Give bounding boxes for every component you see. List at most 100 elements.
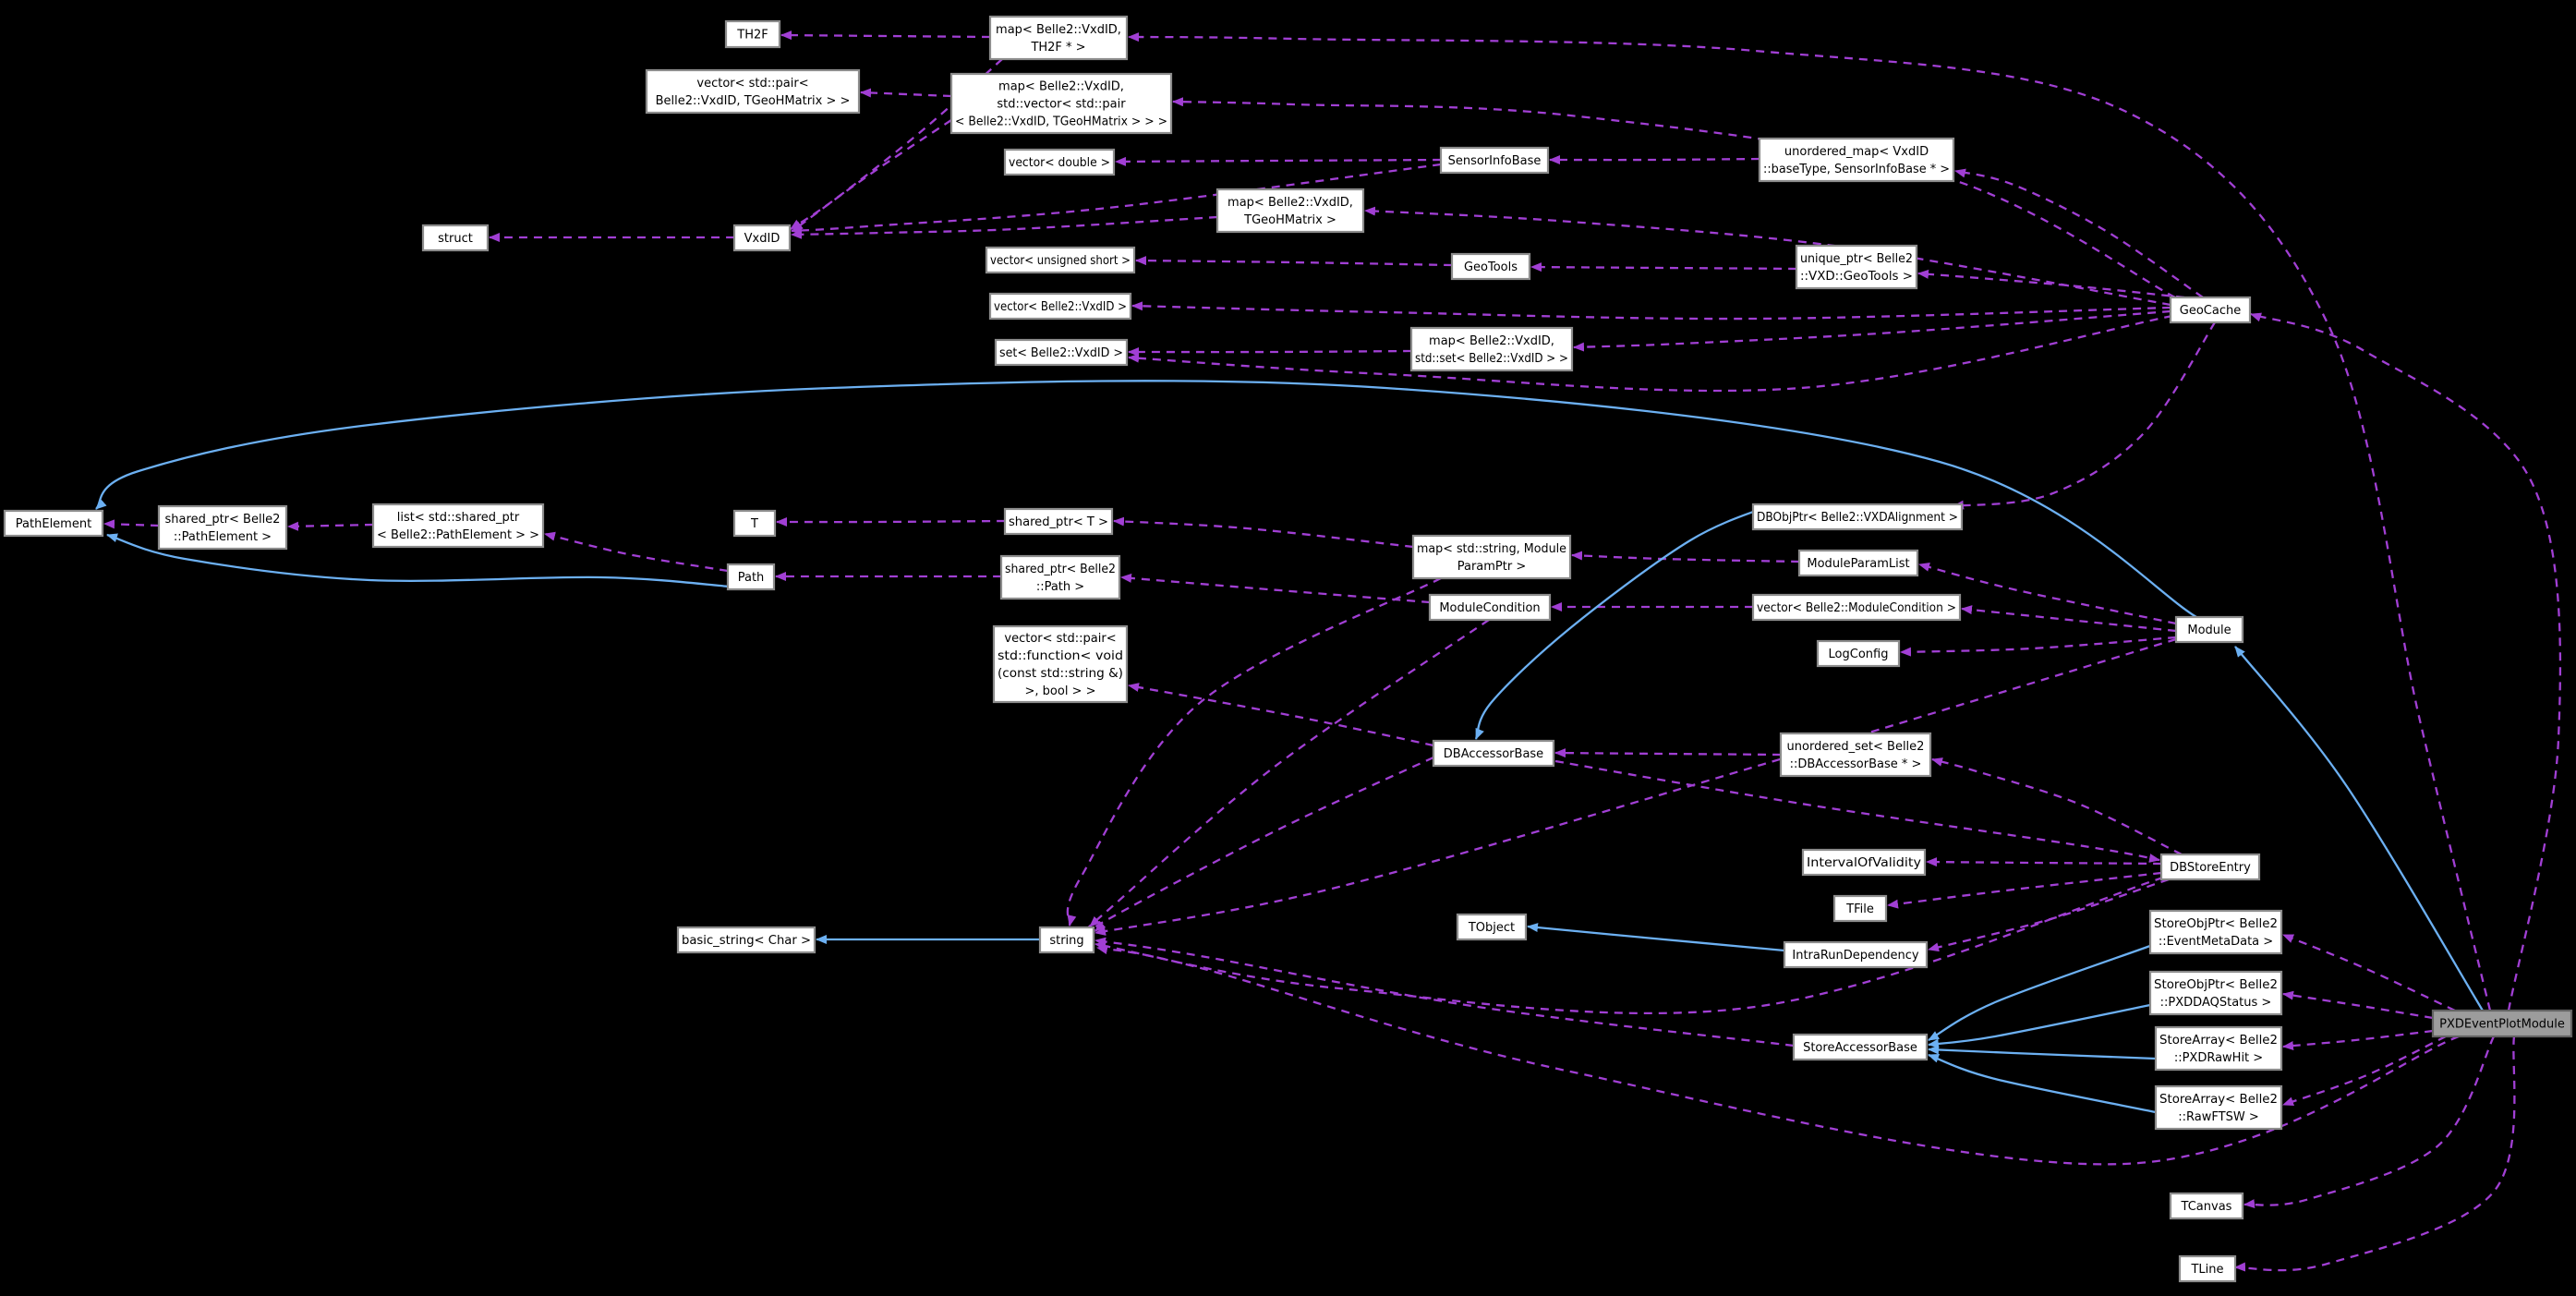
node-dbobjptr-vxdalignment[interactable]: DBObjPtr< Belle2::VXDAlignment > [1751, 503, 1964, 531]
edge-map-string-moduleparamptr-to-string [1066, 576, 1442, 927]
node-vector-pair-function[interactable]: vector< std::pair<std::function< void(co… [992, 624, 1129, 704]
node-struct[interactable]: struct [421, 224, 490, 252]
node-map-vxdid-vector-pair[interactable]: map< Belle2::VxdID,std::vector< std::pai… [949, 72, 1173, 135]
node-box-sensorinfobase [1439, 146, 1550, 175]
node-modulecondition[interactable]: ModuleCondition [1428, 593, 1552, 622]
node-label-tline-line0: TLine [2190, 1263, 2223, 1277]
node-geocache[interactable]: GeoCache [2169, 296, 2252, 324]
node-moduleparamlist[interactable]: ModuleParamList [1797, 549, 1919, 577]
edge-geocache-to-set-vxdid [1128, 314, 2173, 393]
node-dbstoreentry[interactable]: DBStoreEntry [2159, 853, 2261, 881]
node-set-vxdid[interactable]: set< Belle2::VxdID > [994, 338, 1129, 367]
node-label-storearray-pxdrawhit-line1: ::PXDRawHit > [2174, 1051, 2263, 1065]
node-box-pxdeventplotmodule [2431, 1009, 2573, 1038]
node-label-t-line0: T [750, 517, 758, 531]
node-label-map-string-moduleparamptr-line0: map< std::string, Module [1417, 542, 1566, 556]
node-box-logconfig [1816, 639, 1901, 668]
edge-path-to-list-shared-ptr-pathelement [544, 531, 729, 573]
node-vector-double[interactable]: vector< double > [1003, 148, 1116, 176]
node-label-unordered-map-sensorinfobase-line0: unordered_map< VxdID [1784, 145, 1929, 159]
edge-map-string-moduleparamptr-to-shared-ptr-t [1113, 516, 1414, 549]
edge-geocache-to-map-vxdid-tgeohmatrix [1364, 206, 2171, 307]
node-label-unordered-set-dbaccessorbase-line0: unordered_set< Belle2 [1787, 740, 1925, 754]
node-box-shared-ptr-t [1003, 507, 1114, 536]
node-path[interactable]: Path [726, 563, 776, 591]
node-label-pathelement-line0: PathElement [16, 517, 91, 531]
node-label-basic-string-char-line0: basic_string< Char > [682, 934, 811, 948]
node-box-intrarundependency [1783, 940, 1929, 969]
node-pathelement[interactable]: PathElement [3, 509, 104, 538]
node-box-dbaccessorbase [1432, 739, 1555, 768]
node-storearray-pxdrawhit[interactable]: StoreArray< Belle2::PXDRawHit > [2154, 1025, 2283, 1072]
node-vxdid[interactable]: VxdID [732, 224, 792, 252]
node-label-vector-pair-function-line0: vector< std::pair< [1004, 632, 1116, 646]
node-unordered-map-sensorinfobase[interactable]: unordered_map< VxdID::baseType, SensorIn… [1758, 137, 1955, 183]
node-map-vxdid-th2f[interactable]: map< Belle2::VxdID,TH2F * > [988, 15, 1129, 61]
node-shared-ptr-pathelement[interactable]: shared_ptr< Belle2::PathElement > [157, 504, 288, 551]
node-shared-ptr-path[interactable]: shared_ptr< Belle2::Path > [999, 554, 1121, 600]
edge-modulecondition-to-string [1087, 619, 1490, 928]
node-box-map-vxdid-vector-pair [949, 72, 1173, 135]
node-box-unordered-map-sensorinfobase [1758, 137, 1955, 183]
node-shared-ptr-t[interactable]: shared_ptr< T > [1003, 507, 1114, 536]
node-unique-ptr-geotools[interactable]: unique_ptr< Belle2::VXD::GeoTools > [1795, 244, 1918, 290]
node-pxdeventplotmodule[interactable]: PXDEventPlotModule [2431, 1009, 2573, 1038]
node-label-string-line0: string [1049, 934, 1083, 948]
node-box-vxdid [732, 224, 792, 252]
edge-unordered-set-dbaccessorbase-to-dbaccessorbase [1554, 748, 1782, 758]
node-storearray-rawftsw[interactable]: StoreArray< Belle2::RawFTSW > [2154, 1084, 2283, 1131]
node-map-vxdid-set[interactable]: map< Belle2::VxdID,std::set< Belle2::Vxd… [1409, 326, 1574, 372]
node-map-vxdid-tgeohmatrix[interactable]: map< Belle2::VxdID,TGeoHMatrix > [1215, 188, 1365, 234]
node-unordered-set-dbaccessorbase[interactable]: unordered_set< Belle2::DBAccessorBase * … [1779, 732, 1932, 778]
node-vector-pair-tgeohmatrix[interactable]: vector< std::pair<Belle2::VxdID, TGeoHMa… [645, 68, 861, 115]
edge-map-vxdid-tgeohmatrix-to-vxdid [791, 215, 1218, 239]
node-label-unique-ptr-geotools-line1: ::VXD::GeoTools > [1800, 270, 1913, 284]
node-string[interactable]: string [1038, 926, 1095, 954]
node-t[interactable]: T [732, 509, 777, 538]
node-vector-vxdid[interactable]: vector< Belle2::VxdID > [988, 292, 1132, 321]
node-list-shared-ptr-pathelement[interactable]: list< std::shared_ptr< Belle2::PathEleme… [371, 503, 545, 549]
node-label-storeobjptr-pxddaqstatus-line0: StoreObjPtr< Belle2 [2154, 978, 2278, 992]
node-label-vxdid-line0: VxdID [744, 232, 780, 246]
node-tcanvas[interactable]: TCanvas [2169, 1192, 2244, 1220]
node-box-shared-ptr-pathelement [157, 504, 288, 551]
node-geotools[interactable]: GeoTools [1450, 252, 1531, 281]
node-tline[interactable]: TLine [2178, 1254, 2237, 1283]
node-dbaccessorbase[interactable]: DBAccessorBase [1432, 739, 1555, 768]
node-label-map-vxdid-tgeohmatrix-line1: TGeoHMatrix > [1243, 213, 1336, 227]
node-box-string [1038, 926, 1095, 954]
node-tobject[interactable]: TObject [1456, 913, 1528, 941]
edge-pxdeventplotmodule-to-string [1096, 945, 2460, 1166]
node-th2f[interactable]: TH2F [724, 19, 781, 49]
node-storeobjptr-pxddaqstatus[interactable]: StoreObjPtr< Belle2::PXDDAQStatus > [2148, 970, 2283, 1016]
node-label-vector-pair-function-line2: (const std::string &) [998, 667, 1123, 681]
node-module[interactable]: Module [2174, 615, 2244, 644]
edge-storeaccessorbase-to-string [1094, 937, 1795, 1048]
node-logconfig[interactable]: LogConfig [1816, 639, 1901, 668]
node-label-map-vxdid-th2f-line1: TH2F * > [1030, 41, 1085, 55]
edge-dbstoreentry-to-tfile [1887, 871, 2162, 909]
node-box-storeobjptr-eventmetadata [2148, 909, 2283, 955]
node-box-vector-unsigned-short [985, 246, 1136, 274]
node-label-map-vxdid-set-line0: map< Belle2::VxdID, [1429, 334, 1554, 348]
node-intervalofvalidity[interactable]: IntervalOfValidity [1801, 848, 1927, 877]
node-intrarundependency[interactable]: IntraRunDependency [1783, 940, 1929, 969]
edge-geocache-to-dbobjptr-vxdalignment [1953, 321, 2216, 510]
node-box-vector-double [1003, 148, 1116, 176]
edge-map-vxdid-th2f-to-th2f [780, 30, 991, 41]
node-tfile[interactable]: TFile [1832, 894, 1888, 923]
edge-dbaccessorbase-to-dbstoreentry [1554, 759, 2160, 863]
node-storeaccessorbase[interactable]: StoreAccessorBase [1792, 1033, 1929, 1061]
edge-dbstoreentry-to-string [1094, 876, 2164, 1015]
node-label-sensorinfobase-line0: SensorInfoBase [1448, 154, 1542, 168]
node-sensorinfobase[interactable]: SensorInfoBase [1439, 146, 1550, 175]
node-vector-unsigned-short[interactable]: vector< unsigned short > [985, 246, 1136, 274]
edge-dbstoreentry-to-intervalofvalidity [1926, 857, 2162, 867]
node-vector-modulecondition[interactable]: vector< Belle2::ModuleCondition > [1751, 593, 1962, 622]
edge-geocache-to-unordered-map-sensorinfobase [1954, 168, 2204, 298]
node-basic-string-char[interactable]: basic_string< Char > [676, 926, 816, 954]
node-label-intervalofvalidity-line0: IntervalOfValidity [1807, 856, 1921, 870]
node-storeobjptr-eventmetadata[interactable]: StoreObjPtr< Belle2::EventMetaData > [2148, 909, 2283, 955]
